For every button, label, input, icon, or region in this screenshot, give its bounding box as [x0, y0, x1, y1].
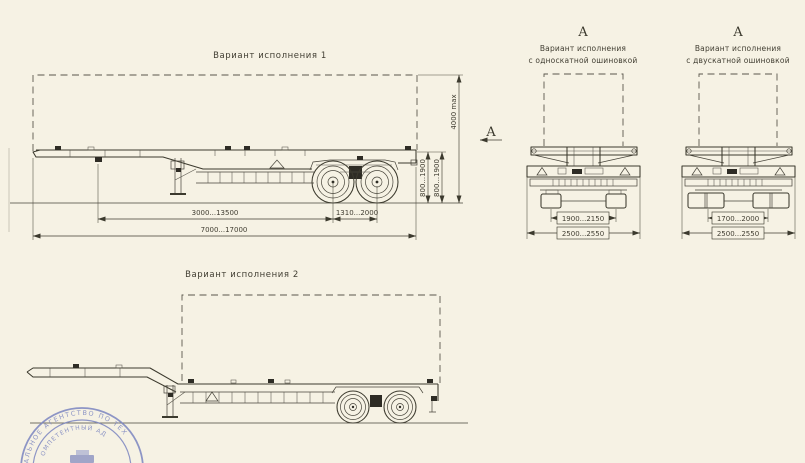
stamp-center-mark: [70, 455, 94, 463]
side-view-variant-2: Вариант исполнения 2: [26, 270, 468, 424]
deck-fittings: [55, 146, 418, 169]
rear-view-dual-caption-2: с двускатной ошиновкой: [686, 56, 790, 65]
subframe-crossmembers: [196, 171, 314, 184]
hazard-triangles: [691, 166, 786, 176]
rear-view-dual-tire: А Вариант исполнения с двускатной ошинов…: [681, 25, 796, 240]
approval-stamp: АЛЬНОЕ АГЕНТСТВО ПО ТЕХ ОМПЕТЕНТНЫЙ АД: [20, 407, 144, 463]
dim-track-single: 1900...2150: [562, 215, 604, 223]
kingpin: [95, 157, 102, 162]
dimensions-variant-1: 3000...13500 1310...2000 7000...17000 80…: [32, 74, 463, 240]
suspension-block: [370, 395, 382, 407]
stamp-center-mark-small: [76, 450, 89, 455]
stamp-inner-ring: [32, 419, 132, 463]
landing-gear: [162, 385, 186, 418]
wheel-axle-2: [383, 390, 417, 424]
wheel-right: [605, 193, 627, 209]
trailer-outline: [32, 146, 418, 204]
rear-view-single-caption-2: с односкатной ошиновкой: [529, 56, 638, 65]
dim-overall-width-single: 2500...2550: [562, 230, 604, 238]
side-view-variant-1: Вариант исполнения 1: [10, 51, 502, 240]
dim-track-dual: 1700...2000: [717, 215, 759, 223]
load-envelope-dashed-box: [181, 294, 441, 383]
wheel-axle-1: [336, 390, 370, 424]
gusset-triangle: [269, 159, 285, 169]
view-direction-arrow: А: [479, 125, 502, 143]
stamp-inner-text: ОМПЕТЕНТНЫЙ АД: [40, 424, 109, 457]
suspension-block: [349, 166, 362, 179]
dim-deck-height-front: 800...1900: [419, 159, 427, 197]
dual-wheel-right: [752, 192, 790, 209]
rear-view-dual-label: А: [733, 25, 743, 40]
dim-deck-height-rear: 800...1900: [433, 159, 441, 197]
rear-view-single-label: А: [578, 25, 588, 40]
dimensions-rear-single: 1900...2150 2500...2550: [526, 177, 641, 240]
hazard-triangles: [536, 166, 631, 176]
load-envelope-dashed-box: [543, 73, 624, 146]
subframe-crossmembers: [180, 391, 335, 404]
wheel-left: [540, 193, 562, 209]
load-envelope-dashed-box: [32, 74, 418, 151]
variant-1-title: Вариант исполнения 1: [213, 51, 327, 61]
dual-wheel-left: [687, 192, 725, 209]
wheel-axle-2: [355, 160, 399, 204]
fender: [331, 386, 424, 394]
taillight: [431, 396, 437, 401]
deck-fittings: [73, 364, 433, 384]
dim-axle-spacing: 1310...2000: [336, 209, 378, 217]
rear-bumper: [429, 401, 436, 413]
variant-2-title: Вариант исполнения 2: [185, 270, 299, 280]
rear-body-dual: [681, 146, 796, 209]
dimensions-rear-dual: 1700...2000 2500...2550: [681, 177, 796, 240]
landing-gear: [170, 158, 197, 195]
rear-view-dual-caption-1: Вариант исполнения: [695, 44, 781, 53]
load-envelope-dashed-box: [698, 73, 778, 146]
dim-overall-length: 7000...17000: [201, 226, 248, 234]
dim-overall-width-dual: 2500...2550: [717, 230, 759, 238]
rear-view-single-tire: А Вариант исполнения с односкатной ошино…: [526, 25, 641, 240]
stamp-outer-ring: [20, 407, 144, 463]
gusset-triangle: [205, 391, 219, 402]
rear-view-single-caption-1: Вариант исполнения: [540, 44, 626, 53]
dim-kingpin-to-bogie: 3000...13500: [192, 209, 239, 217]
dim-overall-height: 4000 max: [450, 94, 458, 129]
view-arrow-label: А: [486, 125, 496, 140]
rear-body-single: [526, 146, 641, 209]
